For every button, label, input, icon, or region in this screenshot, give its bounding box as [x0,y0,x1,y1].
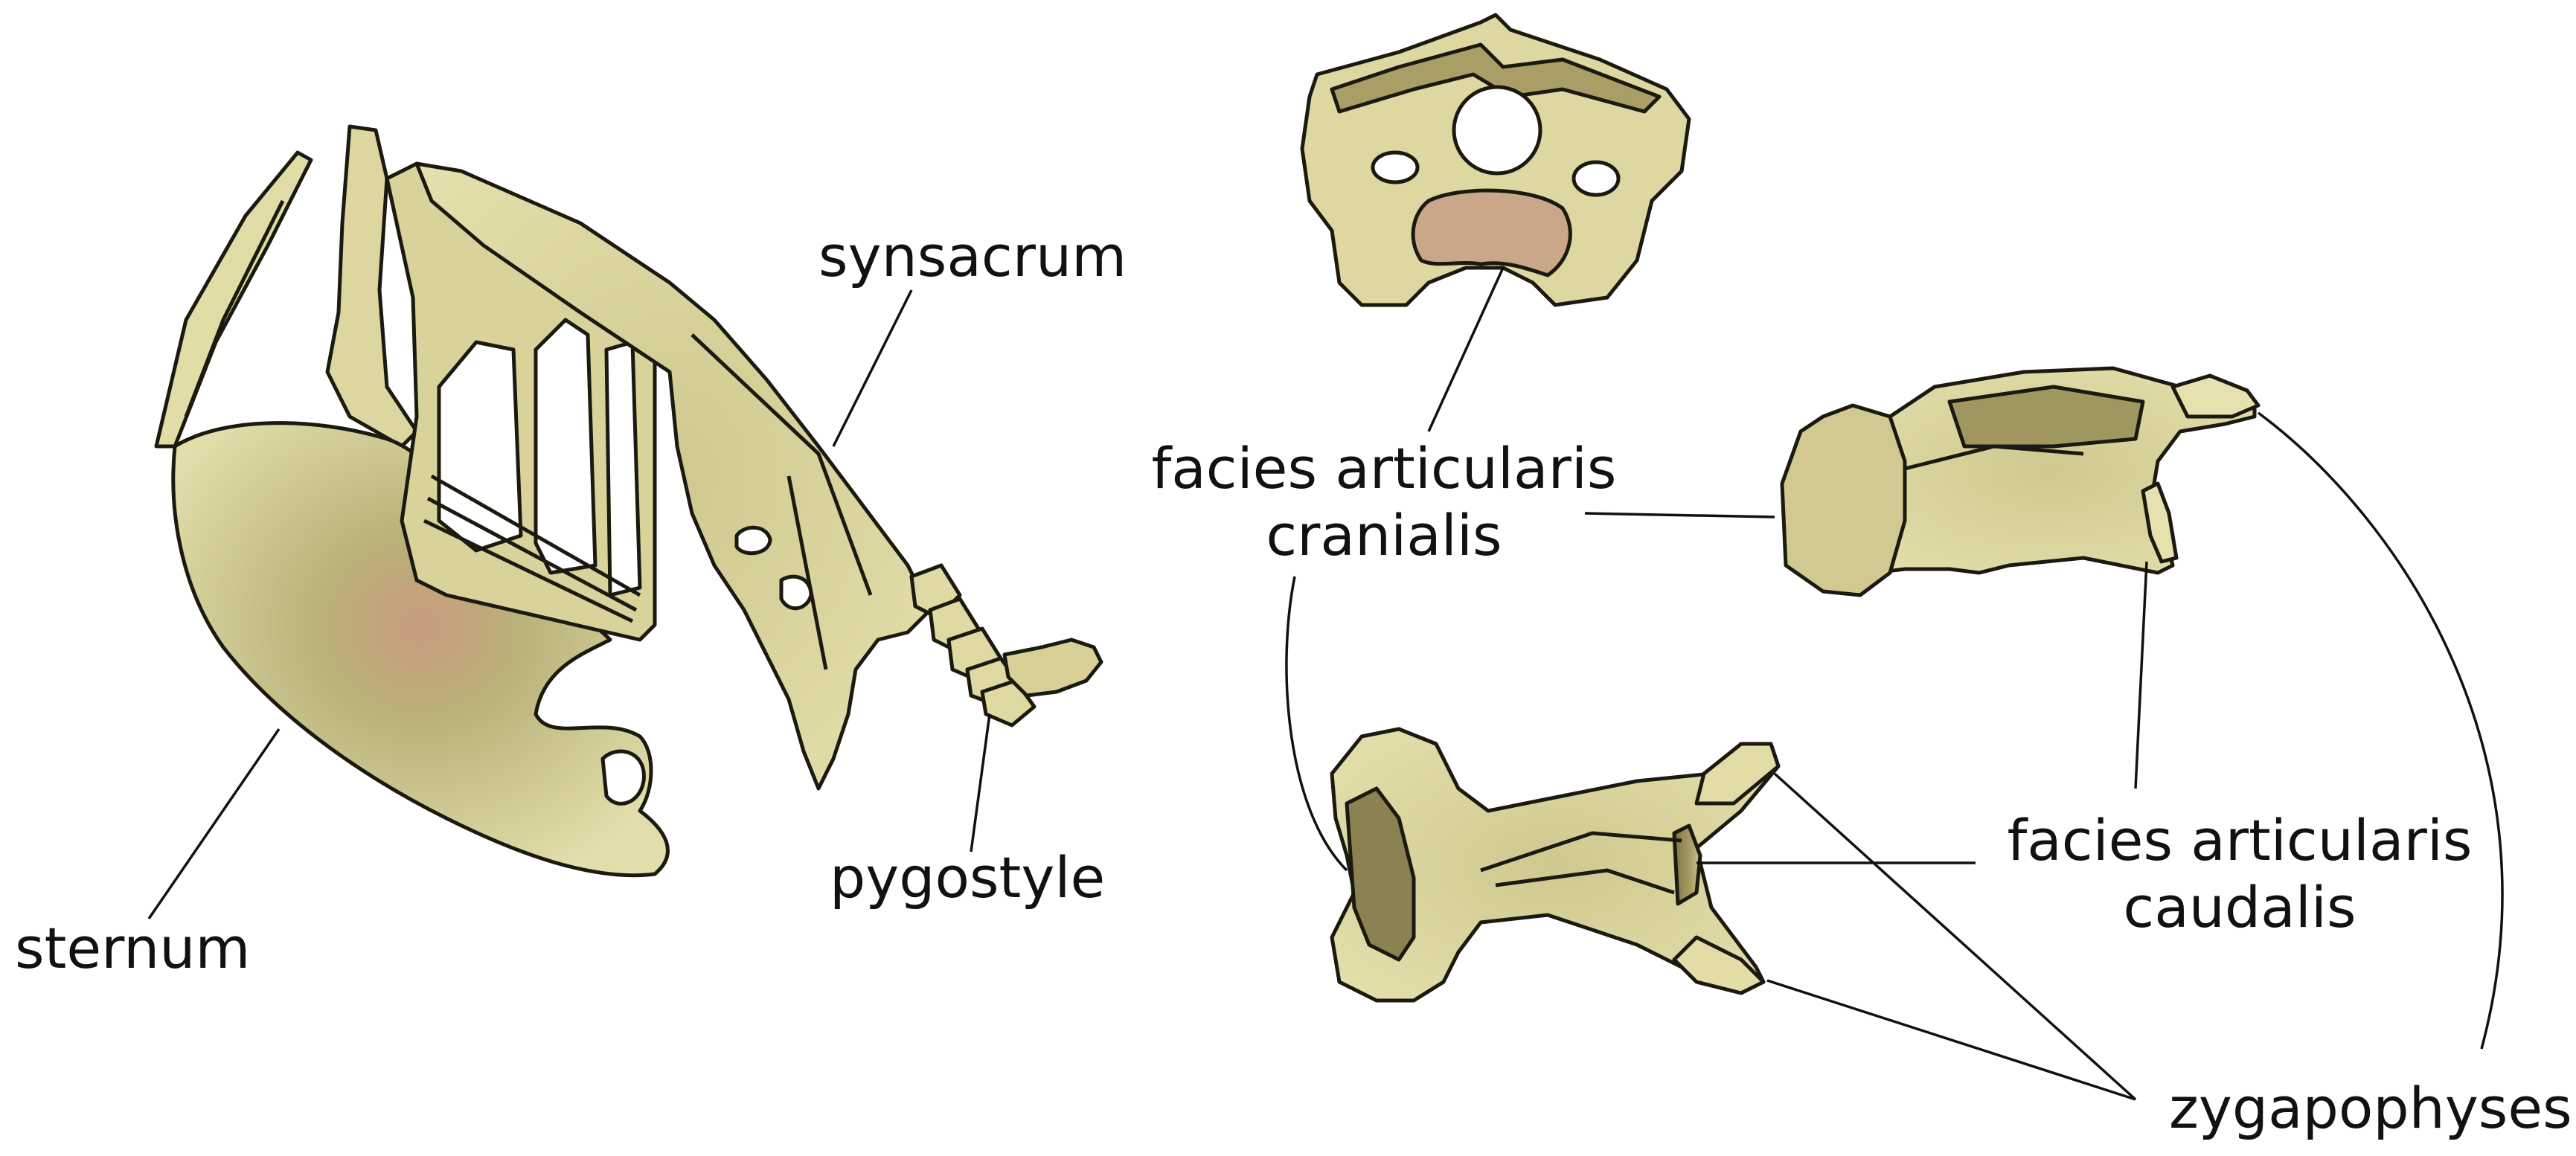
label-facies-caudalis: facies articularis caudalis [1998,807,2482,941]
zygapophysis-dorsal-upper [1694,742,1781,806]
label-facies-caudalis-line1: facies articularis [2007,807,2473,873]
label-facies-caudalis-line2: caudalis [2123,874,2356,940]
pygostyle-shape [909,563,1103,728]
label-sternum: sternum [15,915,251,981]
zygapophysis-dorsal-lower [1672,935,1766,995]
label-facies-cranialis-line1: facies articularis [1151,435,1617,501]
zygapophysis-lateral [2170,373,2261,419]
facies-cranialis-lateral [1780,403,1907,597]
vertebra-cranial-view [1300,13,1691,307]
facies-cranialis-surface [1411,188,1572,277]
label-synsacrum: synsacrum [818,223,1127,289]
ribs-shape [385,161,679,642]
facies-cranialis-dorsal [1345,786,1416,962]
leader-lines [147,267,2504,1101]
label-facies-cranialis-line2: cranialis [1266,502,1502,568]
coracoid-shape [325,124,419,449]
synsacrum-shape [414,161,932,791]
skeleton-illustration [154,124,1103,878]
vertebra-dorsal-view [1330,727,1781,1003]
facies-caudalis-dorsal [1672,823,1702,906]
label-zygapophyses: zygapophyses [2169,1075,2572,1141]
vertebra-lateral-view [1780,366,2261,597]
label-pygostyle: pygostyle [830,844,1106,911]
vertebral-foramen [1452,85,1542,176]
label-facies-cranialis: facies articularis cranialis [1150,435,1618,569]
